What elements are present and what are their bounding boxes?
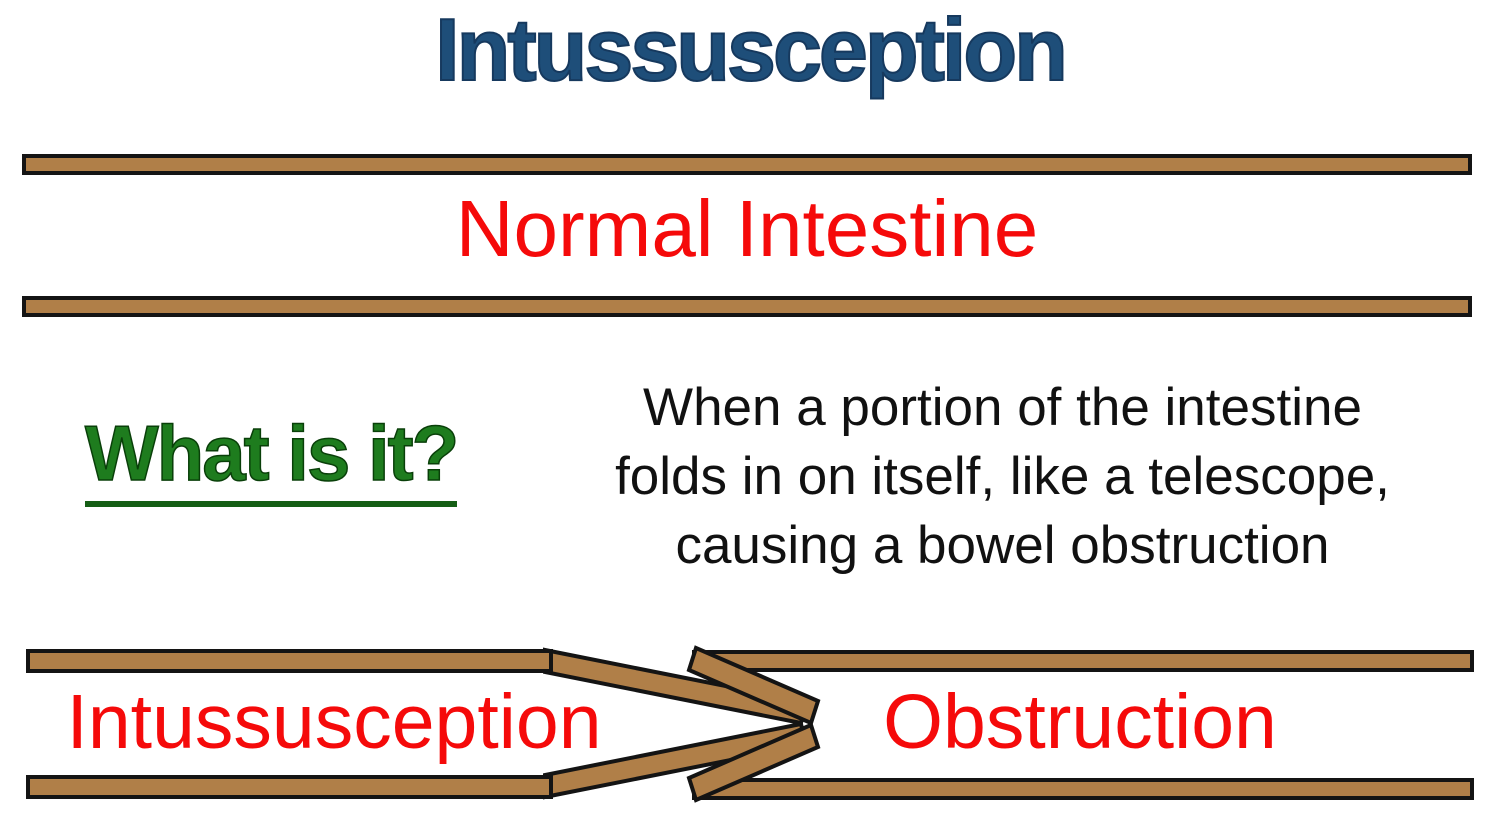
normal-intestine-bottom-wall [22, 296, 1472, 317]
right-tube-bottom-wall [692, 778, 1474, 800]
definition-line-1: When a portion of the intestine [643, 378, 1362, 437]
intussusception-label: Intussusception [66, 679, 602, 765]
obstruction-label: Obstruction [883, 679, 1277, 765]
what-is-it-heading: What is it? [84, 413, 460, 507]
intussusception-diagram [26, 645, 1474, 803]
normal-intestine-label: Normal Intestine [455, 184, 1039, 273]
right-tube-top-wall [692, 650, 1474, 672]
fold-back-bottom-wall [686, 722, 821, 803]
normal-intestine-top-wall [22, 154, 1472, 175]
left-tube-bottom-wall [26, 775, 553, 799]
page-title: Intussusception [434, 0, 1069, 99]
left-tube-top-wall [26, 649, 553, 673]
definition-text: When a portion of the intestine folds in… [535, 373, 1470, 580]
definition-line-3: causing a bowel obstruction [675, 516, 1330, 575]
definition-line-2: folds in on itself, like a telescope, [615, 447, 1390, 506]
